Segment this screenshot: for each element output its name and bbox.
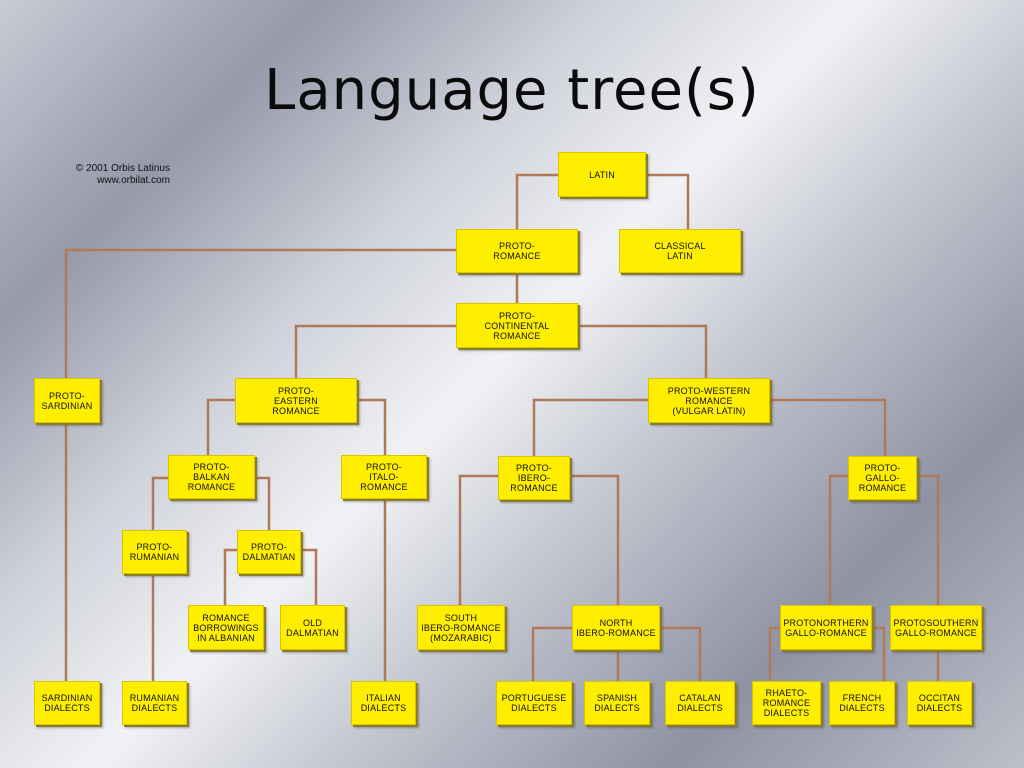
node-proto-eastern-romance: PROTO- EASTERN ROMANCE (235, 378, 357, 423)
connector-dalmatian-old (301, 548, 318, 605)
connector-gallo-northern (828, 474, 848, 605)
connector-continental-eastern (294, 324, 456, 378)
node-proto-balkan-romance: PROTO- BALKAN ROMANCE (168, 455, 255, 499)
node-rhaeto-romance-dialects: RHAETO- ROMANCE DIALECTS (752, 681, 821, 725)
connector-proto-romance-sardinian (64, 248, 456, 378)
node-south-ibero-romance: SOUTH IBERO-ROMANCE (MOZARABIC) (417, 605, 505, 650)
node-proto-gallo-romance: PROTO- GALLO- ROMANCE (848, 456, 917, 500)
node-proto-dalmatian: PROTO- DALMATIAN (237, 530, 301, 574)
node-occitan-dialects: OCCITAN DIALECTS (907, 681, 972, 725)
node-french-dialects: FRENCH DIALECTS (829, 681, 895, 725)
node-portuguese-dialects: PORTUGUESE DIALECTS (496, 681, 572, 725)
node-protosouthern-gallo-romance: PROTOSOUTHERN GALLO-ROMANCE (890, 605, 982, 650)
credit-copyright: © 2001 Orbis Latinus (75, 163, 170, 174)
node-classical-latin: CLASSICAL LATIN (619, 229, 741, 273)
node-romance-borrowings-albanian: ROMANCE BORROWINGS IN ALBANIAN (188, 605, 264, 650)
node-old-dalmatian: OLD DALMATIAN (280, 605, 345, 650)
connector-latin-classical (646, 173, 690, 229)
node-latin: LATIN (558, 152, 646, 197)
connector-western-gallo (770, 398, 887, 456)
node-spanish-dialects: SPANISH DIALECTS (584, 681, 650, 725)
node-proto-ibero-romance: PROTO- IBERO- ROMANCE (498, 456, 570, 500)
node-proto-sardinian: PROTO- SARDINIAN (34, 378, 100, 423)
copyright-credit: © 2001 Orbis Latinus www.orbilat.com (66, 163, 170, 187)
connector-eastern-balkan (206, 398, 235, 455)
node-proto-rumanian: PROTO- RUMANIAN (122, 530, 187, 574)
node-italian-dialects: ITALIAN DIALECTS (351, 681, 416, 725)
node-catalan-dialects: CATALAN DIALECTS (665, 681, 735, 725)
connector-balkan-rumanian (151, 476, 168, 530)
connector-ibero-north (570, 474, 620, 605)
connector-continental-western (578, 324, 708, 378)
credit-url: www.orbilat.com (97, 175, 170, 186)
connector-north-portuguese (531, 626, 572, 681)
connector-eastern-italo (357, 398, 387, 455)
connector-ibero-south (458, 474, 498, 605)
connector-latin-proto-romance (515, 173, 558, 229)
node-north-ibero-romance: NORTH IBERO-ROMANCE (572, 605, 660, 650)
slide-title: Language tree(s) (264, 58, 760, 123)
connector-north-catalan (660, 626, 702, 681)
node-protonorthern-gallo-romance: PROTONORTHERN GALLO-ROMANCE (780, 605, 872, 650)
node-sardinian-dialects: SARDINIAN DIALECTS (34, 681, 100, 725)
node-proto-continental-romance: PROTO- CONTINENTAL ROMANCE (456, 303, 578, 348)
connector-balkan-dalmatian (255, 476, 271, 530)
connector-gallo-southern (917, 474, 940, 605)
connector-western-ibero (532, 398, 648, 456)
node-rumanian-dialects: RUMANIAN DIALECTS (122, 681, 187, 725)
connector-northern-rhaeto (768, 626, 780, 681)
connector-dalmatian-borrowings (223, 548, 237, 605)
node-proto-romance: PROTO- ROMANCE (456, 229, 578, 273)
node-proto-italo-romance: PROTO- ITALO- ROMANCE (341, 455, 427, 499)
node-proto-western-romance: PROTO-WESTERN ROMANCE (VULGAR LATIN) (648, 378, 770, 423)
connector-northern-french (872, 626, 886, 681)
